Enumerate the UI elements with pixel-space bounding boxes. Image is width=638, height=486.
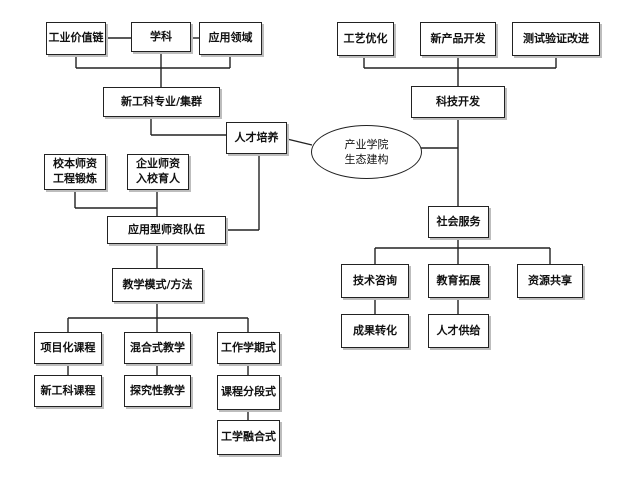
new-engineering-cluster-label: 新工科专业/集群	[120, 94, 203, 108]
industrial-value-chain-label: 工业价值链	[48, 31, 104, 45]
inquiry-teaching-label: 探究性教学	[130, 383, 185, 397]
industry-college-label-line1: 产业学院	[344, 137, 389, 151]
new-engineering-course-label: 新工科课程	[40, 383, 96, 397]
talent-supply-box: 人才供给	[428, 314, 489, 348]
school-teacher-label-line1: 校本师资	[53, 157, 97, 171]
social-service-label: 社会服务	[436, 214, 481, 228]
teaching-mode-label: 教学模式/方法	[122, 277, 193, 291]
industry-college-ellipse: 产业学院 生态建构	[311, 125, 422, 179]
school-teacher-label-line2: 工程锻炼	[53, 172, 97, 185]
course-segment-label: 课程分段式	[221, 385, 276, 399]
education-expansion-box: 教育拓展	[428, 264, 489, 298]
test-verify-improve-box: 测试验证改进	[512, 22, 600, 56]
new-engineering-course-box: 新工科课程	[34, 375, 102, 407]
connector	[286, 138, 313, 146]
enterprise-teacher-label-line2: 入校育人	[136, 172, 180, 185]
work-study-term-label: 工作学期式	[221, 340, 276, 354]
inquiry-teaching-box: 探究性教学	[124, 375, 191, 407]
work-study-fusion-box: 工学融合式	[217, 420, 280, 455]
project-course-box: 项目化课程	[34, 332, 102, 364]
tech-development-label: 科技开发	[436, 94, 480, 108]
tech-development-box: 科技开发	[411, 86, 505, 118]
new-product-dev-label: 新产品开发	[430, 31, 486, 45]
discipline-label: 学科	[150, 29, 172, 43]
applied-faculty-box: 应用型师资队伍	[107, 216, 226, 244]
resource-sharing-label: 资源共享	[528, 273, 572, 287]
discipline-box: 学科	[131, 22, 191, 52]
process-optimization-label: 工艺优化	[343, 31, 388, 45]
result-transfer-box: 成果转化	[341, 314, 409, 348]
application-field-label: 应用领域	[208, 31, 253, 45]
test-verify-improve-label: 测试验证改进	[523, 31, 589, 45]
industry-college-label-line2: 生态建构	[344, 153, 389, 166]
mixed-teaching-box: 混合式教学	[124, 332, 191, 364]
education-expansion-label: 教育拓展	[436, 273, 481, 287]
result-transfer-label: 成果转化	[353, 323, 397, 337]
mixed-teaching-label: 混合式教学	[130, 340, 185, 354]
new-product-dev-box: 新产品开发	[420, 22, 496, 56]
teaching-mode-box: 教学模式/方法	[112, 268, 203, 302]
course-segment-box: 课程分段式	[217, 375, 280, 410]
tech-consulting-box: 技术咨询	[341, 264, 409, 298]
work-study-fusion-label: 工学融合式	[221, 430, 276, 444]
enterprise-teacher-label-line1: 企业师资	[136, 157, 180, 171]
school-teacher-box: 校本师资 工程锻炼	[44, 154, 106, 190]
talent-cultivation-label: 人才培养	[234, 130, 279, 144]
work-study-term-box: 工作学期式	[217, 332, 280, 364]
tech-consulting-label: 技术咨询	[353, 273, 397, 287]
resource-sharing-box: 资源共享	[517, 264, 583, 298]
industrial-value-chain-box: 工业价值链	[46, 22, 106, 55]
new-engineering-cluster-box: 新工科专业/集群	[103, 87, 220, 117]
social-service-box: 社会服务	[428, 206, 489, 238]
process-optimization-box: 工艺优化	[337, 22, 394, 56]
talent-supply-label: 人才供给	[436, 323, 481, 337]
application-field-box: 应用领域	[199, 22, 262, 55]
enterprise-teacher-box: 企业师资 入校育人	[127, 154, 189, 190]
applied-faculty-label: 应用型师资队伍	[128, 222, 205, 236]
project-course-label: 项目化课程	[40, 340, 96, 354]
talent-cultivation-box: 人才培养	[226, 122, 287, 154]
